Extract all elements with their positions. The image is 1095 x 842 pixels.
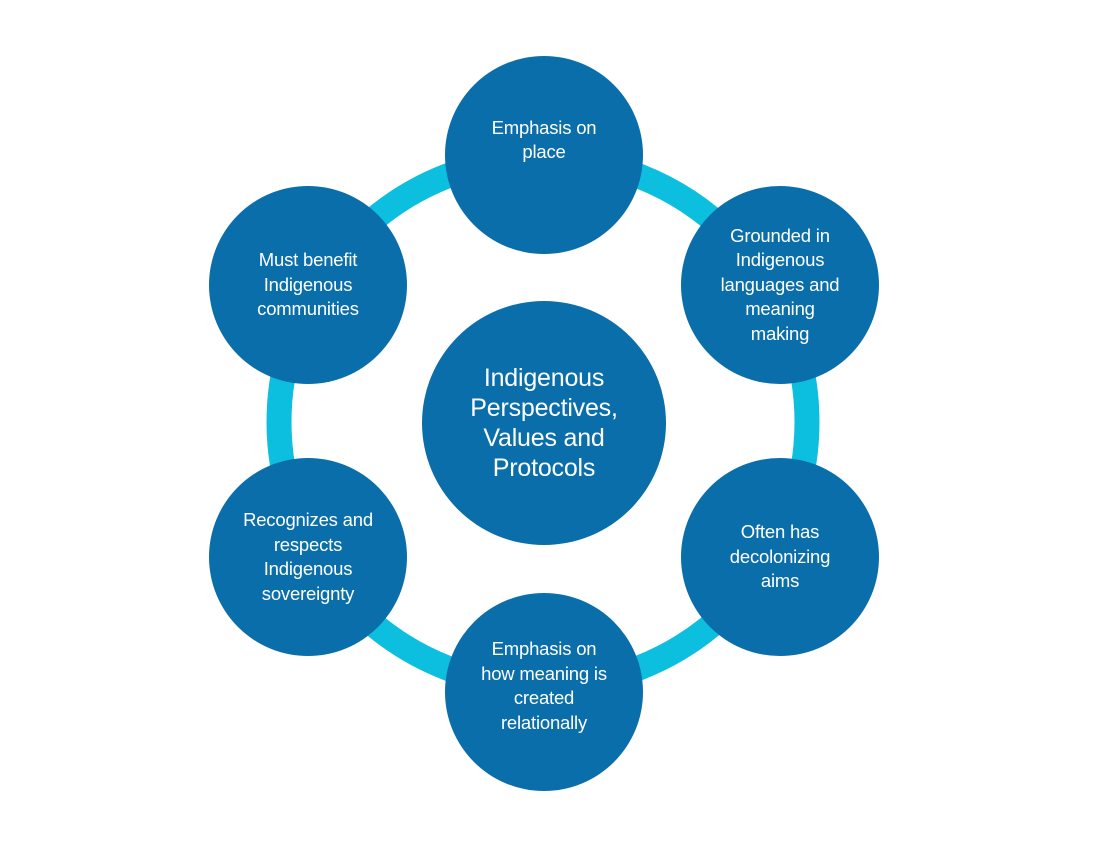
node-must-benefit-indigenous-communities: Must benefit Indigenous communities bbox=[209, 186, 407, 384]
node-often-has-decolonizing-aims: Often has decolonizing aims bbox=[681, 458, 879, 656]
node-label: Emphasis on place bbox=[491, 116, 597, 163]
center-node: Indigenous Perspectives, Values and Prot… bbox=[422, 301, 666, 545]
node-emphasis-on-place: Emphasis on place bbox=[445, 56, 643, 254]
node-label: Must benefit Indigenous communities bbox=[257, 249, 359, 320]
center-node-label: Indigenous Perspectives, Values and Prot… bbox=[470, 364, 618, 482]
node-label: Emphasis on how meaning is created relat… bbox=[481, 638, 607, 733]
node-label: Grounded in Indigenous languages and mea… bbox=[720, 224, 840, 344]
node-label: Recognizes and respects Indigenous sover… bbox=[243, 509, 373, 604]
node-emphasis-on-how-meaning-is-created: Emphasis on how meaning is created relat… bbox=[445, 593, 643, 791]
node-grounded-in-indigenous-languages: Grounded in Indigenous languages and mea… bbox=[681, 186, 879, 384]
node-label: Often has decolonizing aims bbox=[729, 521, 831, 592]
node-recognizes-indigenous-sovereignty: Recognizes and respects Indigenous sover… bbox=[209, 458, 407, 656]
